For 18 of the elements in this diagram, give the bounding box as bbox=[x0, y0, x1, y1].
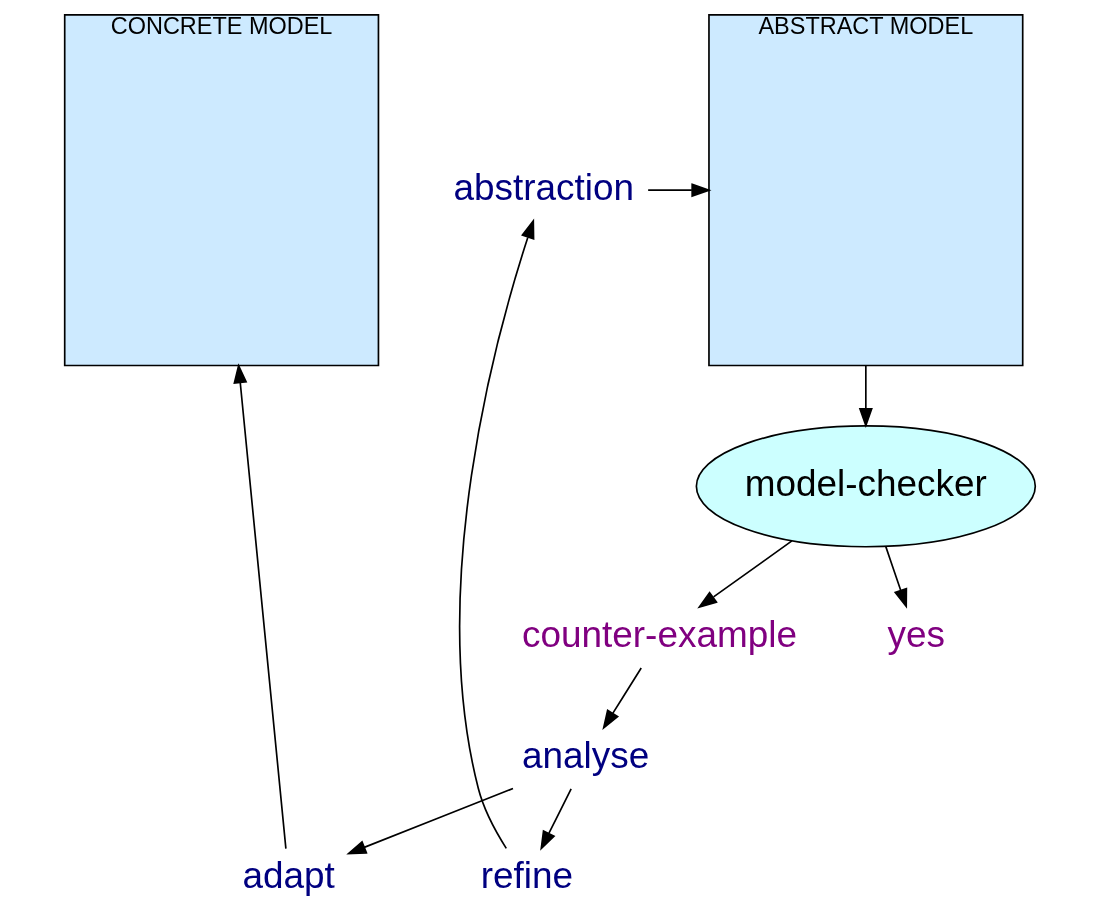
node-text: refine bbox=[480, 855, 573, 897]
node-text: abstraction bbox=[452, 166, 634, 208]
node-box: ABSTRACT MODEL bbox=[707, 14, 1024, 367]
arrow bbox=[345, 787, 514, 855]
node-text: counter-example bbox=[521, 613, 797, 655]
arrow bbox=[646, 183, 711, 198]
node-text: adapt bbox=[242, 855, 335, 897]
node-text: yes bbox=[886, 613, 945, 655]
arrow bbox=[539, 788, 572, 851]
arrow bbox=[884, 545, 907, 609]
node-box: CONCRETE MODEL bbox=[63, 14, 379, 367]
arrow bbox=[601, 667, 642, 730]
arrow bbox=[232, 363, 287, 850]
arrow bbox=[696, 540, 793, 609]
arrow bbox=[858, 364, 873, 429]
node-ellipse: model-checker bbox=[695, 425, 1036, 548]
arrow bbox=[458, 218, 534, 850]
node-text: analyse bbox=[521, 734, 649, 776]
